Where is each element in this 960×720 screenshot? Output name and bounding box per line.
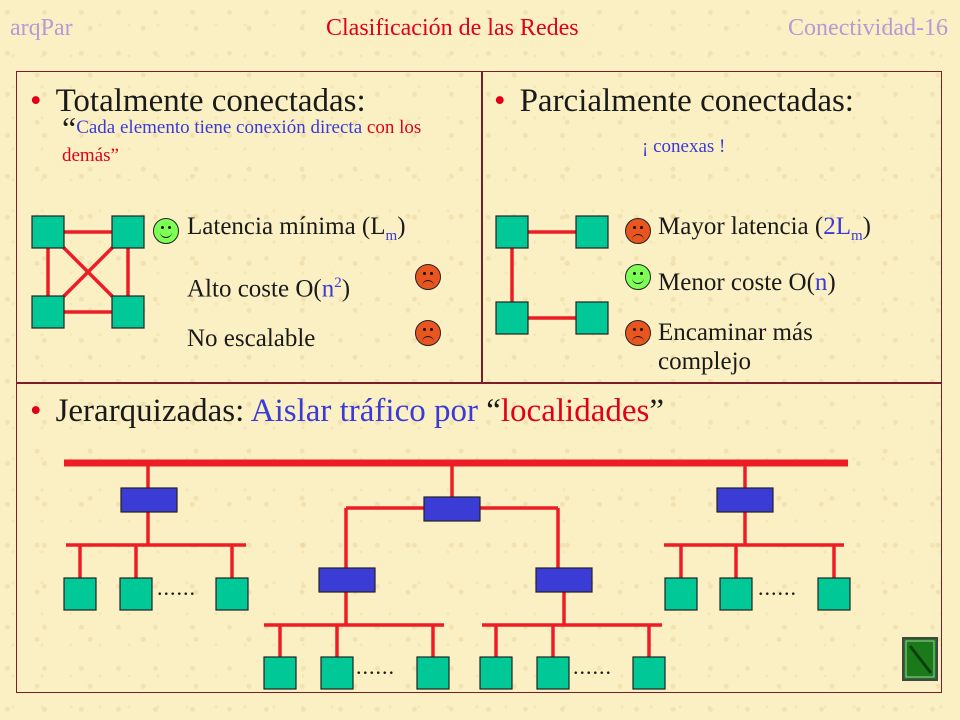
prop-min-latency: Latencia mínima (Lm) <box>187 213 406 244</box>
node <box>495 215 529 249</box>
ellipsis: ...... <box>758 575 797 600</box>
node <box>575 215 609 249</box>
description-main: Cada elemento tiene conexión directa <box>76 117 363 138</box>
node <box>111 215 145 249</box>
switch <box>716 487 774 513</box>
node <box>320 656 354 690</box>
node <box>719 577 753 611</box>
partially-connected-title: • Parcialmente conectadas: <box>494 82 854 120</box>
node <box>31 295 65 329</box>
prop-high-cost: Alto coste O(n2) <box>187 275 351 303</box>
fully-connected-title-text: Totalmente conectadas: <box>55 83 366 119</box>
switch <box>535 567 593 593</box>
hierarchical-title: •Jerarquizadas: Aislar tráfico por “loca… <box>30 393 664 429</box>
ellipsis: ...... <box>157 575 196 600</box>
node <box>664 577 698 611</box>
frowning-face-icon <box>625 218 651 244</box>
node <box>817 577 851 611</box>
node <box>31 215 65 249</box>
prop-higher-latency: Mayor latencia (2Lm) <box>658 213 871 244</box>
smiley-face-icon <box>625 264 651 290</box>
vertical-divider <box>481 71 483 383</box>
node <box>479 656 513 690</box>
hierarchy-links <box>64 459 848 657</box>
frowning-face-icon <box>415 264 441 290</box>
connected-note: ¡ conexas ! <box>642 136 726 157</box>
ellipsis: ...... <box>356 654 395 679</box>
ring-nodes <box>495 215 609 335</box>
frowning-face-icon <box>415 320 441 346</box>
fully-connected-title: • Totalmente conectadas: <box>30 82 366 120</box>
node <box>63 577 97 611</box>
next-slide-icon[interactable] <box>902 637 938 681</box>
node <box>111 295 145 329</box>
partially-connected-title-text: Parcialmente conectadas: <box>519 83 854 119</box>
bullet-icon: • <box>494 83 506 119</box>
hierarchy-switches <box>120 487 774 593</box>
node <box>215 577 249 611</box>
prop-not-scalable: No escalable <box>187 325 316 352</box>
node <box>495 301 529 335</box>
frowning-face-icon <box>625 320 651 346</box>
fully-connected-nodes <box>31 215 145 329</box>
fully-connected-description: “Cada elemento tiene conexión directa co… <box>62 112 462 169</box>
switch <box>318 567 376 593</box>
smiley-face-icon <box>153 218 179 244</box>
bullet-icon: • <box>30 83 42 119</box>
ellipsis: ...... <box>573 654 612 679</box>
switch <box>120 487 178 513</box>
node <box>119 577 153 611</box>
switch <box>423 496 481 522</box>
slide-title: Clasificación de las Redes <box>326 15 579 41</box>
slide-number: Conectividad-16 <box>788 15 948 41</box>
quote-open: “ <box>62 110 77 146</box>
course-label: arqPar <box>10 15 73 41</box>
node <box>263 656 297 690</box>
node <box>575 301 609 335</box>
prop-lower-cost: Menor coste O(n) <box>658 269 836 296</box>
hierarchy-nodes <box>63 577 851 690</box>
node <box>416 656 450 690</box>
bullet-icon: • <box>30 393 42 429</box>
horizontal-divider <box>16 382 942 384</box>
node <box>632 656 666 690</box>
node <box>536 656 570 690</box>
description-end: con los demás” <box>62 117 422 166</box>
